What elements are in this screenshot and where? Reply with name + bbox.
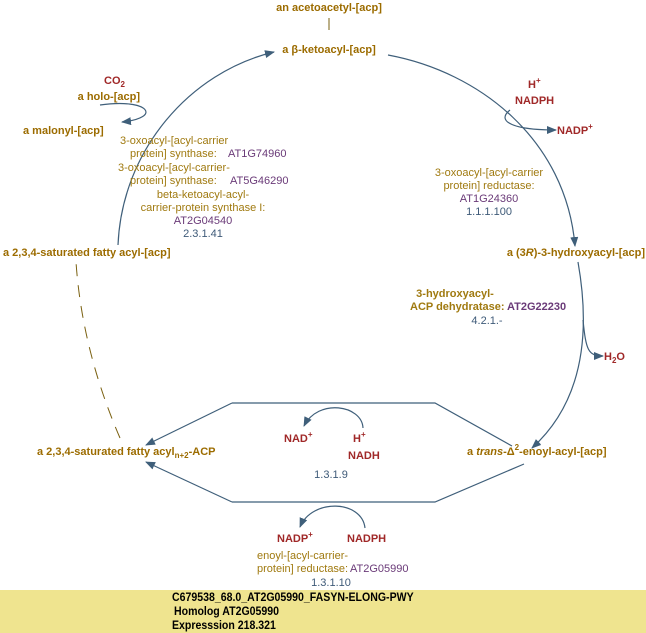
footer-expression: Expresssion 218.321: [172, 618, 276, 632]
ec-4-2-1[interactable]: 4.2.1.-: [471, 315, 503, 327]
enzyme-synthase-3-label-2: carrier-protein synthase I:: [141, 202, 266, 214]
gene-link-at2g22230[interactable]: AT2G22230: [507, 301, 566, 313]
nadh-reaction-line: [232, 402, 513, 447]
enzyme-synthase-2-label: 3-oxoacyl-[acyl-carrier-: [118, 162, 230, 174]
ec-1-1-1-100[interactable]: 1.1.1.100: [466, 206, 512, 218]
enzyme-synthase-3-label: beta-ketoacyl-acyl-: [157, 189, 250, 201]
nad-loop-arrow: [303, 407, 364, 429]
gene-link-at5g46290[interactable]: AT5G46290: [230, 175, 289, 187]
nadph-reaction-line: [232, 463, 525, 503]
gene-link-at1g24360[interactable]: AT1G24360: [460, 193, 519, 205]
cofactor-nadph-bottom[interactable]: NADPH: [347, 533, 386, 545]
enzyme-enoyl-reductase-label: enoyl-[acyl-carrier-: [257, 550, 348, 562]
footer-pathway-id: C679538_68.0_AT2G05990_FASYN-ELONG-PWY: [172, 590, 414, 604]
ec-1-3-1-9[interactable]: 1.3.1.9: [314, 469, 348, 481]
nadh-reaction-arrow: [145, 402, 233, 446]
compound-ketoacyl-acp[interactable]: a β-ketoacyl-[acp]: [282, 44, 376, 56]
compound-saturated-fatty-acyl-acp[interactable]: a 2,3,4-saturated fatty acyl-[acp]: [3, 247, 171, 259]
ec-2-3-1-41[interactable]: 2.3.1.41: [183, 228, 223, 240]
compound-trans-enoyl-acyl-acp[interactable]: a trans-Δ2-enoyl-acyl-[acp]: [467, 443, 607, 458]
nadph-reaction-arrow: [145, 461, 233, 503]
ec-1-3-1-10[interactable]: 1.3.1.10: [311, 577, 351, 589]
saturated-link: [75, 261, 121, 439]
cofactor-h2o[interactable]: H2O: [604, 351, 625, 365]
synthase-arrow: [117, 50, 275, 246]
cofactor-nad[interactable]: NAD+: [284, 430, 313, 445]
enzyme-dehydratase-label-2: ACP dehydratase:: [410, 301, 505, 313]
enzyme-synthase-2-label-2: protein] synthase:: [130, 175, 217, 187]
enzyme-reductase-label: 3-oxoacyl-[acyl-carrier: [435, 167, 544, 179]
enzyme-synthase-1-label-2: protein] synthase:: [130, 148, 217, 160]
dehydratase-arrow: [531, 261, 584, 449]
cofactor-h-plus-top[interactable]: H+: [528, 76, 541, 91]
cofactor-nadp-bottom[interactable]: NADP+: [277, 530, 313, 545]
cofactor-co2[interactable]: CO2: [104, 75, 126, 89]
gene-link-at2g05990[interactable]: AT2G05990: [350, 563, 409, 575]
enzyme-synthase-1-label: 3-oxoacyl-[acyl-carrier: [120, 135, 229, 147]
cofactor-nadph-top[interactable]: NADPH: [515, 95, 554, 107]
cofactor-nadp-top[interactable]: NADP+: [557, 122, 593, 137]
nadph-branch-arrow: [504, 109, 557, 134]
holo-branch-arrow: [99, 103, 147, 126]
compound-acetoacetyl-acp[interactable]: an acetoacetyl-[acp]: [276, 2, 382, 14]
compound-malonyl-acp[interactable]: a malonyl-[acp]: [23, 125, 104, 137]
compound-holo-acp[interactable]: a holo-[acp]: [78, 91, 141, 103]
cofactor-nadh[interactable]: NADH: [348, 450, 380, 462]
compound-hydroxyacyl-acp[interactable]: a (3R)-3-hydroxyacyl-[acp]: [507, 247, 646, 259]
enzyme-enoyl-reductase-label-2: protein] reductase:: [257, 563, 348, 575]
info-footer: C679538_68.0_AT2G05990_FASYN-ELONG-PWY H…: [0, 590, 646, 633]
compound-saturated-fatty-acyl-n2-acp[interactable]: a 2,3,4-saturated fatty acyln+2-ACP: [37, 446, 215, 460]
reductase-arrow: [387, 54, 579, 247]
footer-homolog: Homolog AT2G05990: [174, 604, 280, 618]
enzyme-dehydratase-label: 3-hydroxyacyl-: [416, 288, 494, 300]
gene-link-at2g04540[interactable]: AT2G04540: [174, 215, 233, 227]
h2o-branch-arrow: [582, 319, 604, 360]
cofactor-h-plus-mid[interactable]: H+: [353, 430, 366, 445]
gene-link-at1g74960[interactable]: AT1G74960: [228, 148, 287, 160]
nadp-loop-arrow: [299, 505, 366, 529]
enzyme-reductase-label-2: protein] reductase:: [443, 180, 534, 192]
